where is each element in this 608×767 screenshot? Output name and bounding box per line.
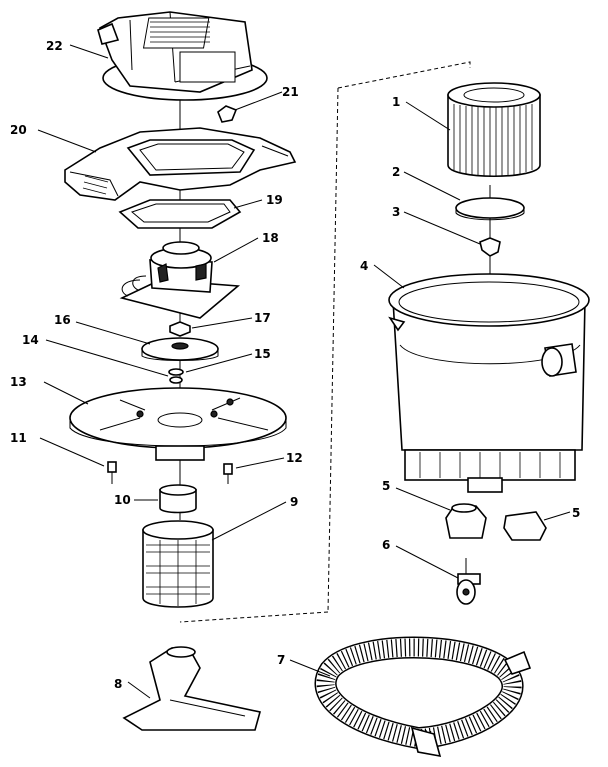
caster-socket-part-2 — [503, 511, 547, 541]
motor-housing-top-part — [64, 127, 297, 201]
callout-labels: 1 2 3 4 5 5 6 7 8 9 10 11 12 13 14 15 16… — [10, 39, 580, 691]
screw-part-2 — [223, 463, 233, 484]
float-cap-part — [159, 484, 197, 514]
gasket-part — [118, 199, 242, 229]
callout-11: 11 — [10, 431, 27, 445]
mounting-plate-part — [69, 387, 287, 461]
callout-20: 20 — [10, 123, 27, 137]
callout-19: 19 — [266, 193, 283, 207]
callout-5a: 5 — [382, 479, 390, 493]
screw-part — [107, 461, 117, 484]
motor-cover-part — [97, 11, 268, 101]
fan-part — [141, 337, 219, 361]
callout-9: 9 — [290, 495, 298, 509]
callout-14: 14 — [22, 333, 39, 347]
clip-part — [217, 105, 238, 123]
callout-5b: 5 — [572, 506, 580, 520]
spacer-part — [169, 376, 183, 384]
callout-8: 8 — [114, 677, 122, 691]
motor-part — [119, 241, 241, 319]
callout-22: 22 — [46, 39, 63, 53]
callout-15: 15 — [254, 347, 271, 361]
nut-part — [169, 321, 191, 337]
callout-16: 16 — [54, 313, 71, 327]
callout-1: 1 — [392, 95, 400, 109]
callout-10: 10 — [114, 493, 131, 507]
leader-lines — [37, 44, 571, 699]
callout-18: 18 — [262, 231, 279, 245]
filter-lid-part — [455, 197, 525, 221]
callout-13: 13 — [10, 375, 27, 389]
caster-wheel-part — [456, 558, 481, 605]
filter-nut-part — [479, 237, 501, 257]
callout-6: 6 — [382, 538, 390, 552]
callout-21: 21 — [282, 85, 299, 99]
washer-part — [168, 368, 184, 376]
callout-3: 3 — [392, 205, 400, 219]
callout-17: 17 — [254, 311, 271, 325]
caster-socket-part — [445, 503, 487, 539]
callout-12: 12 — [286, 451, 303, 465]
callout-7: 7 — [277, 653, 285, 667]
callout-2: 2 — [392, 165, 400, 179]
utility-nozzle-part — [122, 646, 261, 731]
filter-cartridge-part — [447, 82, 541, 178]
callout-4: 4 — [360, 259, 368, 273]
float-cage-part — [142, 520, 214, 608]
tank-part — [388, 273, 590, 493]
hose-part — [314, 636, 532, 758]
assembly-divider — [179, 61, 471, 623]
